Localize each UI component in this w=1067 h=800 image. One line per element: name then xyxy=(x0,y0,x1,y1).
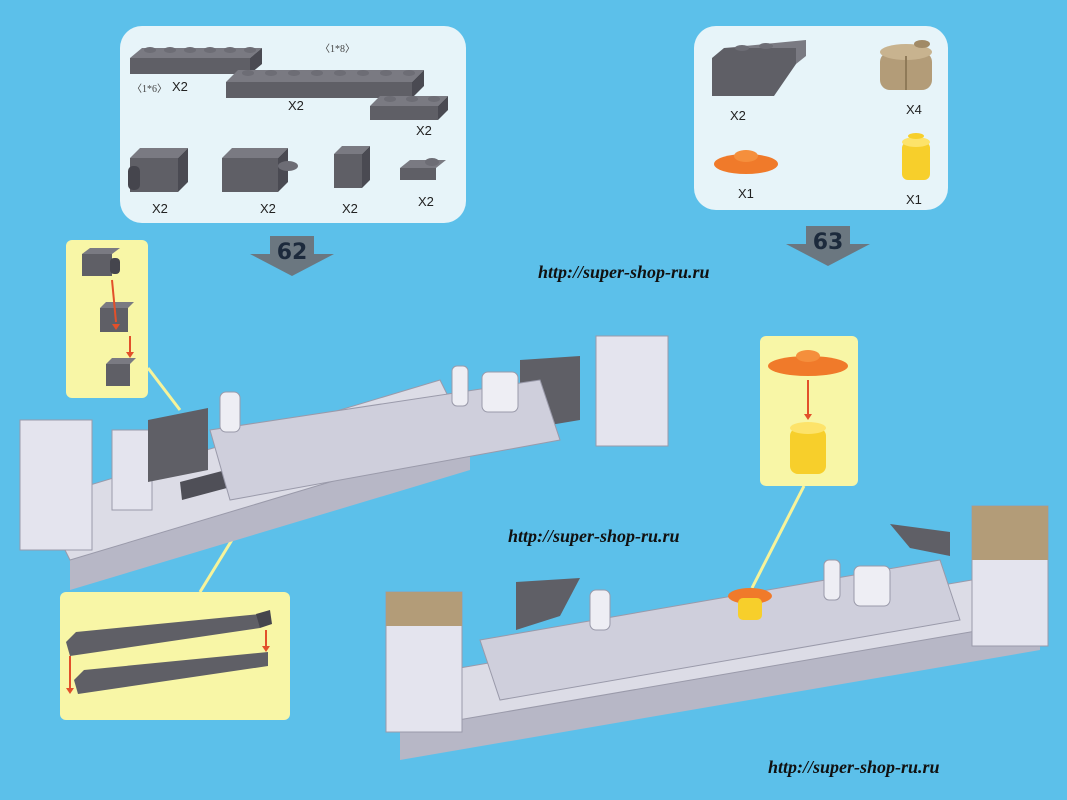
qty-brick-round: X2 xyxy=(260,201,276,216)
brick-1x1-part xyxy=(334,146,370,188)
step-62-badge: 62 xyxy=(250,236,334,276)
qty-round-brick: X1 xyxy=(906,192,922,207)
down-arrow-icon xyxy=(786,226,870,266)
plate-1x6-part xyxy=(130,47,262,74)
step-number-62: 62 xyxy=(276,240,308,265)
step-number-63: 63 xyxy=(812,230,844,255)
qty-slope: X2 xyxy=(730,108,746,123)
parts-panel-step-63: X2 X4 X1 X1 xyxy=(694,26,948,210)
plate-stack-callout xyxy=(66,610,272,694)
log-brick-tan-part xyxy=(880,40,932,90)
parts-63-illustration xyxy=(712,40,932,180)
dish-orange-part xyxy=(714,150,778,174)
qty-plate-1x8: X2 xyxy=(288,98,304,113)
model-step-62 xyxy=(19,335,669,590)
round-brick-yellow-part xyxy=(902,133,930,180)
plate-clip-part xyxy=(400,158,446,180)
watermark-url-middle: http://super-shop-ru.ru xyxy=(508,526,680,546)
callout-step-62-plates xyxy=(60,592,290,720)
callout-step-62-bricks xyxy=(66,240,148,398)
qty-plate-clip: X2 xyxy=(418,194,434,209)
parts-62-illustration xyxy=(128,47,448,192)
down-arrow-icon xyxy=(250,236,334,276)
plate-1x3-part xyxy=(370,96,448,120)
pointer-line xyxy=(750,485,806,589)
plate-1x8-part xyxy=(226,70,424,98)
dimension-label-1x8: 〈1*8〉 xyxy=(320,44,355,55)
slope-gray-part xyxy=(712,40,806,96)
qty-brick-1x1: X2 xyxy=(342,201,358,216)
qty-brick-clip: X2 xyxy=(152,201,168,216)
qty-dish: X1 xyxy=(738,186,754,201)
brick-1x2-clip-part xyxy=(128,148,188,192)
qty-plate-1x6: X2 xyxy=(172,79,188,94)
brick-1x2-round-part xyxy=(222,148,298,192)
callout-step-63-dish xyxy=(760,336,858,486)
pointer-line xyxy=(146,367,182,411)
dish-stack-callout xyxy=(768,350,848,474)
watermark-url-top: http://super-shop-ru.ru xyxy=(538,262,710,282)
watermark-url-bottom: http://super-shop-ru.ru xyxy=(768,757,940,777)
qty-plate-1x3: X2 xyxy=(416,123,432,138)
dimension-label-1x6: 〈1*6〉 xyxy=(132,84,167,95)
qty-log-brick: X4 xyxy=(906,102,922,117)
step-63-badge: 63 xyxy=(786,226,870,266)
model-step-63 xyxy=(385,505,1049,760)
brick-stack-callout xyxy=(82,248,136,386)
parts-panel-step-62: 〈1*6〉 〈1*8〉 X2 X2 X2 X2 X2 X2 X2 xyxy=(120,26,466,223)
